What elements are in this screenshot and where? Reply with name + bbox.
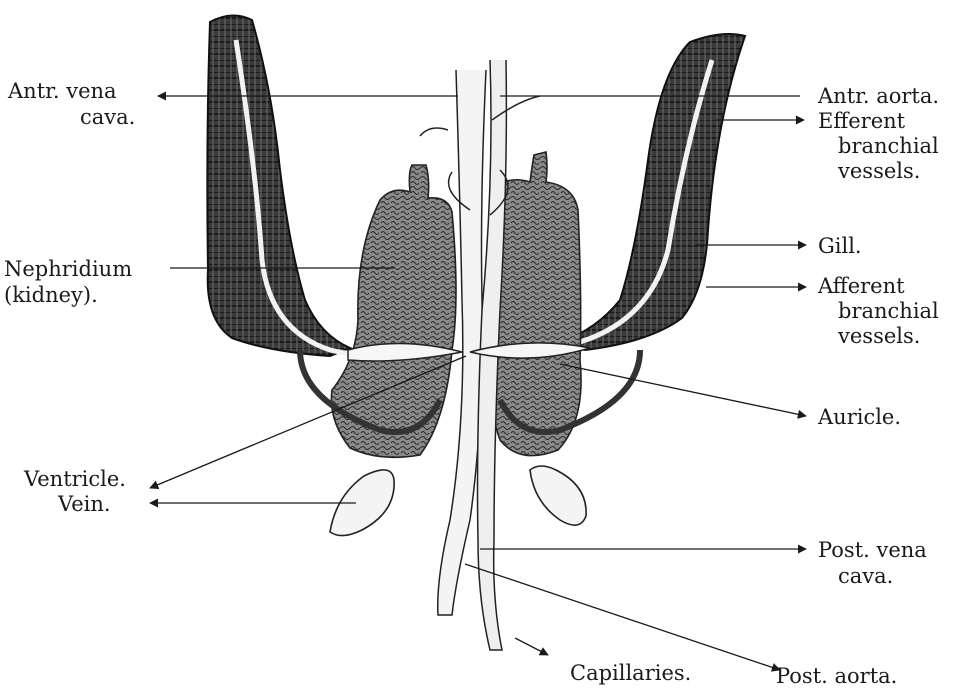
label-antr-vena-cava-line1: Antr. vena	[7, 79, 117, 103]
label-post-vena-cava-line1: Post. vena	[818, 538, 927, 562]
label-nephridium-line2: (kidney).	[4, 283, 98, 307]
label-gill: Gill.	[818, 234, 862, 258]
label-vein: Vein.	[57, 492, 111, 516]
label-antr-vena-cava-line2: cava.	[80, 105, 135, 129]
label-efferent-line1: Efferent	[818, 109, 906, 133]
label-afferent-line3: vessels.	[837, 324, 920, 348]
label-efferent-line2: branchial	[838, 134, 939, 158]
label-nephridium-line1: Nephridium	[4, 257, 132, 281]
right-gland	[530, 466, 586, 525]
label-antr-aorta: Antr. aorta.	[817, 84, 939, 108]
label-auricle: Auricle.	[817, 405, 901, 429]
label-afferent-line1: Afferent	[817, 274, 905, 298]
right-gill	[560, 34, 745, 350]
label-efferent-line3: vessels.	[837, 159, 920, 183]
label-capillaries: Capillaries.	[570, 661, 691, 685]
label-post-vena-cava-line2: cava.	[838, 564, 893, 588]
label-post-aorta: Post. aorta.	[776, 664, 897, 688]
left-gill	[207, 15, 350, 356]
label-ventricle: Ventricle.	[23, 467, 126, 491]
label-afferent-line2: branchial	[838, 299, 939, 323]
